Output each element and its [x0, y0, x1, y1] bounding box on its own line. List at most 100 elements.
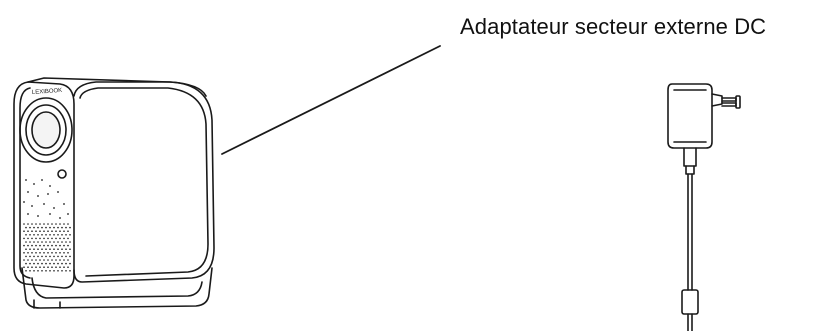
grille-dot [51, 223, 53, 225]
projector-grille-dense [23, 223, 71, 272]
grille-dot [41, 226, 43, 229]
grille-dot [55, 237, 57, 240]
grille-dot [67, 252, 69, 254]
grille-dot [57, 255, 59, 258]
grille-dot [25, 241, 27, 243]
lens-middle-ring [25, 104, 67, 156]
grille-dot [49, 262, 51, 265]
grille-dot [65, 270, 67, 272]
grille-dot [51, 230, 53, 232]
grille-dot [43, 252, 45, 254]
grille-dot [37, 248, 39, 250]
callout-leader-line [221, 45, 441, 155]
projector-grille-sparse [23, 179, 69, 219]
grille-dot [33, 255, 35, 258]
grille-dot [43, 259, 45, 261]
grille-dot [27, 237, 29, 240]
grille-dot [23, 252, 25, 254]
grille-dot [37, 270, 39, 272]
grille-dot [23, 259, 25, 261]
grille-dot [47, 252, 49, 254]
grille-dot [69, 241, 71, 243]
grille-dot [37, 241, 39, 243]
grille-dot [67, 223, 69, 225]
grille-dot [33, 262, 35, 265]
projector-brand-text: LEXIBOOK [32, 88, 63, 96]
grille-dot [45, 248, 47, 250]
grille-dot [69, 248, 71, 250]
grille-dot [37, 255, 39, 258]
grille-dot [43, 237, 45, 240]
grille-dot [57, 226, 59, 229]
grille-dot [55, 259, 57, 261]
grille-dot [53, 270, 55, 272]
grille-dot [65, 255, 67, 258]
adapter-ferrite-bead [681, 289, 699, 315]
grille-dot [49, 241, 51, 243]
grille-dot [25, 248, 27, 250]
grille-dot [43, 266, 45, 269]
power-adapter-illustration [667, 83, 741, 331]
grille-dot [49, 255, 51, 258]
callout-label: Adaptateur secteur externe DC [460, 14, 767, 39]
grille-dot [61, 226, 63, 229]
grille-dot [67, 237, 69, 240]
grille-dot [31, 230, 33, 232]
grille-dot [43, 244, 45, 247]
grille-dot [57, 241, 59, 243]
grille-dot [51, 266, 53, 269]
projector-base-inner [31, 277, 203, 299]
grille-dot [65, 234, 67, 236]
grille-dot [45, 234, 47, 236]
grille-dot [25, 255, 27, 258]
grille-dot [55, 223, 57, 225]
grille-dot [23, 244, 25, 247]
grille-dot [55, 230, 57, 232]
projector-lens [19, 97, 73, 163]
grille-dot [31, 259, 33, 261]
grille-dot [39, 252, 41, 254]
grille-dot [23, 230, 25, 232]
grille-dot [51, 237, 53, 240]
grille-dot [59, 230, 61, 232]
grille-dot [69, 262, 71, 265]
grille-dot [63, 230, 65, 232]
grille-dot [37, 234, 39, 236]
grille-dot [29, 226, 31, 229]
grille-dot [55, 252, 57, 254]
grille-dot [23, 223, 25, 225]
grille-dot [63, 223, 65, 225]
grille-dot [45, 262, 47, 265]
grille-dot [53, 248, 55, 250]
grille-dot [49, 234, 51, 236]
grille-dot [61, 234, 63, 236]
grille-dot [41, 234, 43, 236]
projector-side-body [73, 81, 215, 283]
grille-dot [31, 223, 33, 225]
grille-dot [53, 226, 55, 229]
grille-dot [47, 266, 49, 269]
grille-dot [57, 234, 59, 236]
grille-dot [59, 252, 61, 254]
grille-dot [61, 270, 63, 272]
grille-dot [61, 255, 63, 258]
adapter-strain-relief-neck [685, 165, 695, 175]
grille-dot [45, 241, 47, 243]
adapter-body-edge [673, 89, 707, 143]
grille-dot [43, 230, 45, 232]
projector-base-slot [33, 299, 61, 309]
grille-dot [59, 266, 61, 269]
grille-dot [35, 223, 37, 225]
grille-dot [29, 241, 31, 243]
grille-dot [63, 244, 65, 247]
grille-dot [53, 255, 55, 258]
adapter-prong-top [721, 97, 737, 102]
grille-dot [55, 266, 57, 269]
adapter-prong-tip [735, 95, 741, 109]
grille-dot [59, 259, 61, 261]
grille-dot [65, 241, 67, 243]
grille-dot [47, 223, 49, 225]
grille-dot [27, 223, 29, 225]
